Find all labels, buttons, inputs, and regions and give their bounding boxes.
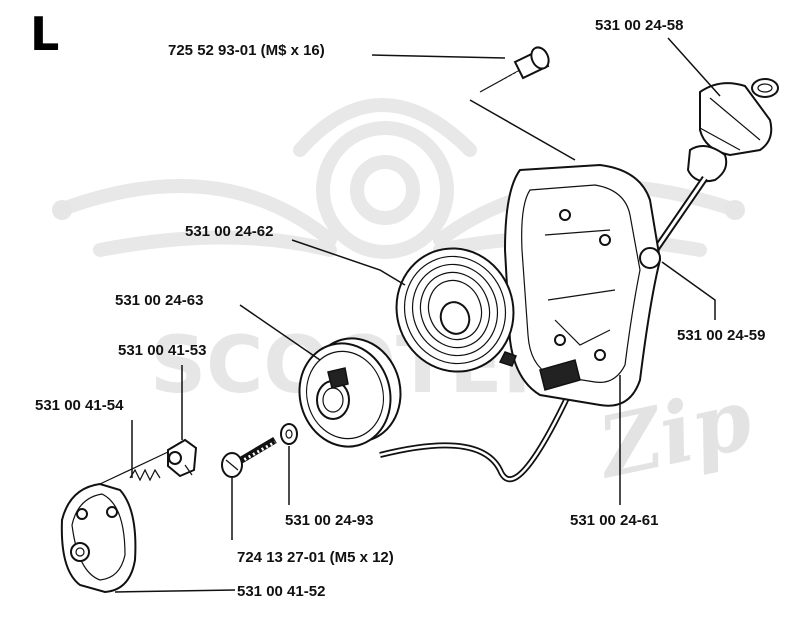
pawl-spring-drawing xyxy=(129,468,161,482)
part-label-starter-housing: 531 00 24-61 xyxy=(570,512,658,529)
leader-p4 xyxy=(661,261,716,320)
leader-p1b xyxy=(469,99,576,161)
part-labels: 725 52 93-01 (M$ x 16) 531 00 24-58 531 … xyxy=(35,17,765,600)
part-label-flywheel-hub: 531 00 41-52 xyxy=(237,583,325,600)
part-label-housing-screw: 725 52 93-01 (M$ x 16) xyxy=(168,42,325,59)
part-label-recoil-spring: 531 00 24-62 xyxy=(185,223,273,240)
watermark-dot-left xyxy=(52,200,72,220)
pulley-screw-drawing xyxy=(221,436,277,478)
starter-housing-drawing xyxy=(503,163,662,407)
leader-p3 xyxy=(291,239,406,286)
rope-pulley-drawing xyxy=(298,337,402,448)
leader-p11 xyxy=(114,589,236,593)
part-label-rope-pulley: 531 00 24-63 xyxy=(115,292,203,309)
washer-drawing xyxy=(280,423,298,445)
leader-p5 xyxy=(239,304,321,361)
part-label-pawl-spring: 531 00 41-54 xyxy=(35,397,124,414)
recoil-spring-drawing xyxy=(395,247,517,373)
leader-lines xyxy=(114,37,721,593)
watermark-dot-right xyxy=(725,200,745,220)
leader-p2 xyxy=(667,37,721,97)
part-label-pulley-screw: 724 13 27-01 (M5 x 12) xyxy=(237,549,394,566)
section-letter: L xyxy=(30,7,59,61)
leader-p1 xyxy=(371,54,506,59)
flywheel-hub-drawing xyxy=(60,451,169,594)
housing-screw-drawing xyxy=(479,46,550,96)
starter-handle-drawing xyxy=(686,78,779,183)
part-label-starter-handle: 531 00 24-58 xyxy=(595,17,683,34)
part-label-starter-rope: 531 00 24-59 xyxy=(677,327,765,344)
part-label-pawl: 531 00 41-53 xyxy=(118,342,206,359)
pawl-drawing xyxy=(167,438,198,478)
part-label-washer: 531 00 24-93 xyxy=(285,512,373,529)
